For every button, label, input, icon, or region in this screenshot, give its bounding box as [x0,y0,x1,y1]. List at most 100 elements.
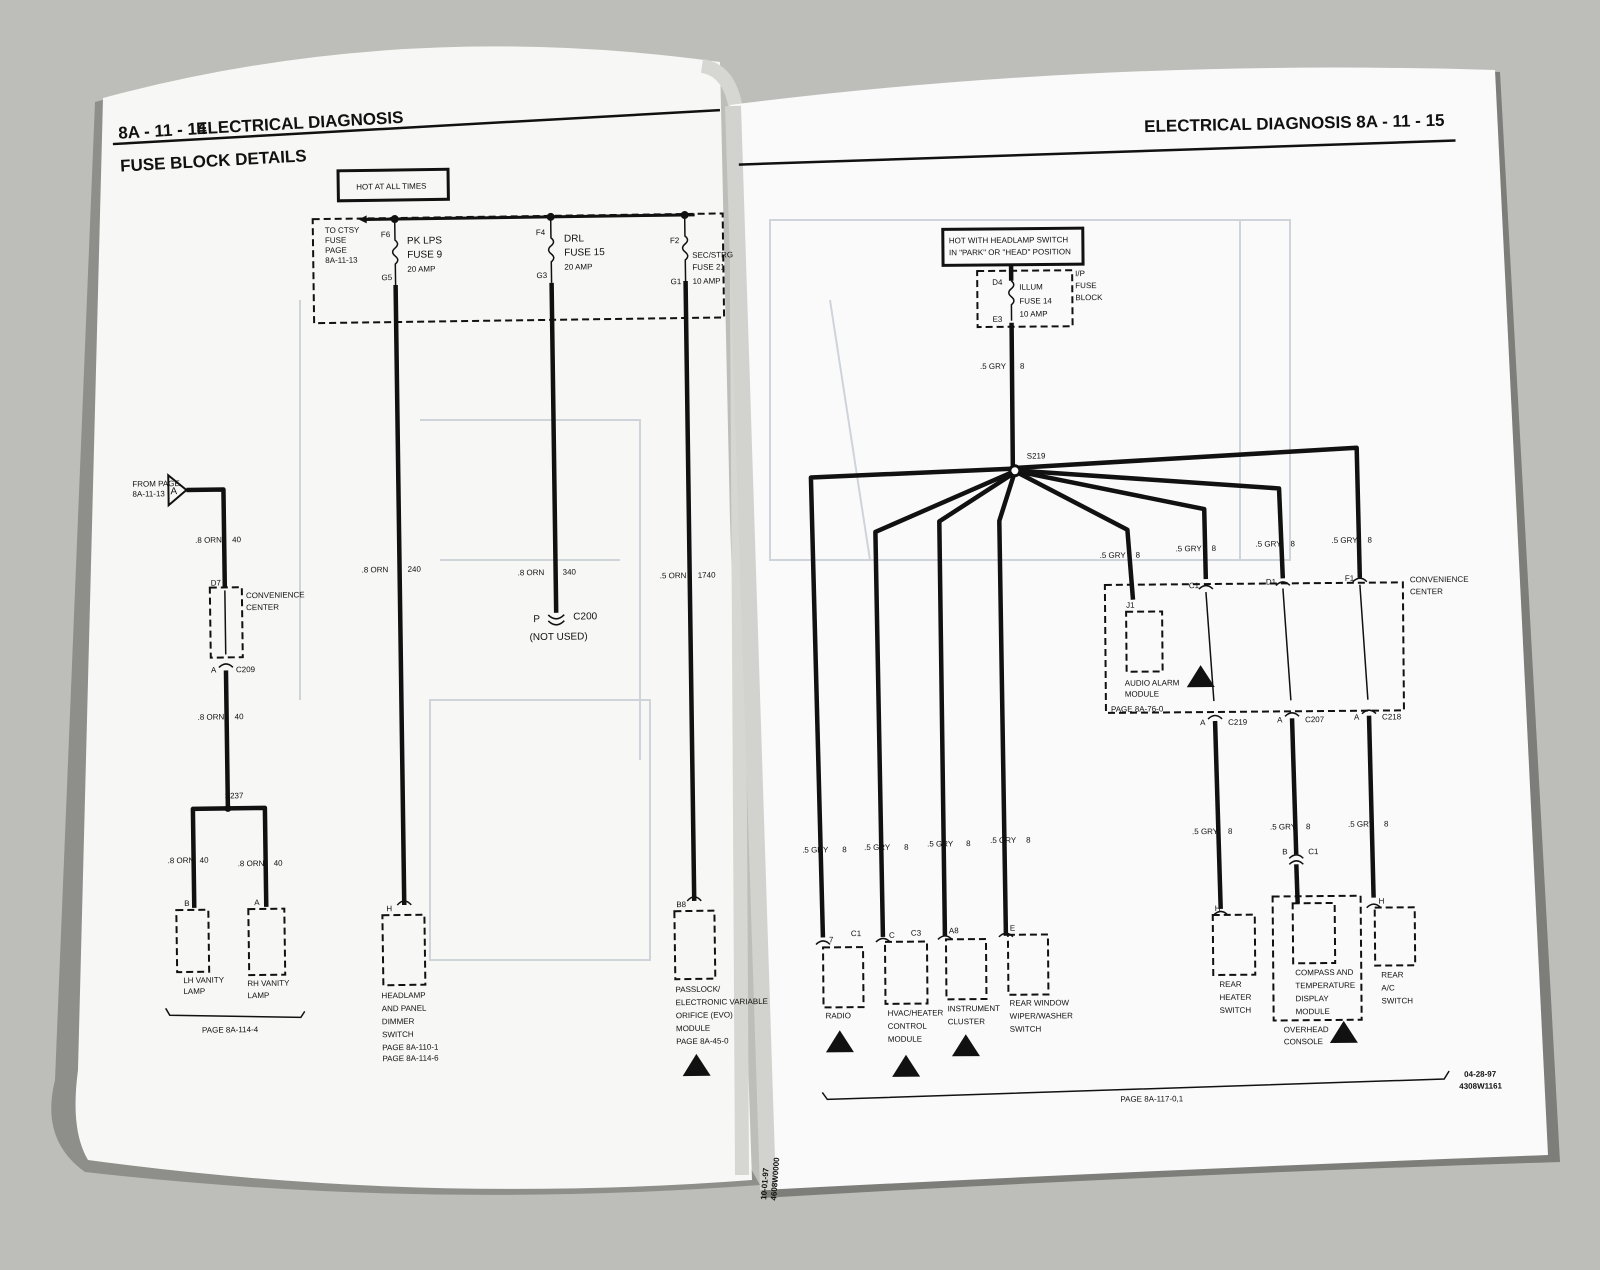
right-power-label: HOT WITH HEADLAMP SWITCH [949,235,1069,245]
right-power-label: IN "PARK" OR "HEAD" POSITION [949,247,1071,257]
component-line: PASSLOCK/ [675,985,721,995]
component-rear-heater-switch: H REAR HEATER SWITCH [1211,904,1257,1015]
from-page-label: FROM PAGE [132,479,180,489]
c200-note: (NOT USED) [529,631,587,643]
wire-240-circuit: 240 [408,565,422,574]
fuse-pin-in: D4 [992,278,1003,287]
branch-circuit: 40 [200,856,210,865]
right-date-code-2: 4308W1161 [1459,1082,1502,1091]
component-line: REAR [1219,980,1242,989]
fuse-ref-1: FUSE [325,236,346,245]
branch-wire: .8 ORN [168,856,195,865]
right-convenience-center: CONVENIENCE CENTER C1 D1 F1 J1 AUDIO ALA… [1103,574,1469,714]
esd-warning-icon [1186,665,1215,688]
fuse-illum: D4 E3 ILLUM FUSE 14 10 AMP I/P FUSE BLOC… [976,264,1103,329]
main-wire-circuit: 8 [1020,362,1025,371]
overhead-conn-pin: B [1282,847,1287,856]
conn-pin: A [1200,718,1206,727]
cc-label: CONVENIENCE [1410,575,1469,585]
rh-vanity-lamp-box [247,907,287,977]
overhead-console-label: OVERHEAD [1284,1025,1329,1034]
fuse-ref-2: PAGE [325,246,347,255]
branch-circuit: 8 [1136,551,1141,560]
audio-alarm-pin: J1 [1126,601,1135,610]
component-line: CLUSTER [948,1017,986,1026]
branch-wire: .8 ORN [238,859,265,868]
component-page: PAGE 8A-45-0 [676,1036,729,1046]
component-line: REAR [1381,970,1404,979]
header-rule [112,108,721,146]
fuse-block-label: I/P [1075,269,1085,278]
component-rear-wiper-switch: E REAR WINDOW WIPER/WASHER SWITCH [998,924,1074,1034]
branch-wire: .5 GRY [1331,536,1358,545]
convenience-center-box [208,586,244,659]
left-power-label: HOT AT ALL TIMES [356,182,426,192]
branch-wire: .5 GRY [1270,822,1297,831]
component-line: WIPER/WASHER [1010,1011,1074,1021]
component-conn: C1 [851,929,862,938]
svg-text:4608W0000: 4608W0000 [769,1157,781,1201]
branch-circuit: 8 [966,839,971,848]
show-through-ghost [299,219,1291,961]
conn-id: C219 [1228,718,1248,727]
component-line: CONTROL [888,1022,928,1031]
component-pin: E [1010,924,1015,933]
branch-circuit: 8 [1306,822,1311,831]
branch-wire: .5 GRY [1176,544,1203,553]
branch-wire: .5 GRY [927,839,954,848]
right-date-code: 04-28-97 [1464,1070,1497,1079]
left-diagram: HOT AT ALL TIMES TO CTSY FUSE PAGE 8A-11… [132,167,781,1201]
cc-pin: D7 [211,578,222,587]
fuse-ref-3: 8A-11-13 [325,256,358,265]
branch-wire: .5 GRY [802,845,829,854]
wire-1740 [683,280,697,901]
fuse-pin-out: G5 [381,273,392,282]
fuse-name: PK LPS [407,235,442,246]
right-header-rule [738,139,1456,166]
fuse-pin-in: F6 [381,230,391,239]
branch-circuit: 8 [1212,544,1217,553]
fuse-sec-strg: F2 G1 SEC/STRG FUSE 21 10 AMP [670,210,733,286]
branch-circuit: 8 [1384,819,1389,828]
cc-label: CENTER [246,603,279,612]
from-page-marker-letter: A [170,486,177,497]
component-rear-ac-switch: H REAR A/C SWITCH [1366,897,1417,1006]
fuse-block-label: FUSE [1075,281,1096,290]
c209-pin: A [211,666,217,675]
cc-label: CONVENIENCE [246,590,305,600]
wire-340 [549,282,559,613]
left-fuse-block [311,212,726,325]
component-line: SWITCH [1010,1025,1042,1034]
esd-warning-icon [1329,1020,1358,1044]
component-line: DIMMER [382,1017,415,1026]
fuse-number: FUSE 21 [692,262,725,271]
left-page [51,46,760,1195]
branch-wire: .8 ORN [195,535,222,544]
component-radio: 7 C1 RADIO [815,929,865,1053]
component-line: COMPASS AND [1295,968,1353,978]
fuse-amp: 20 AMP [564,262,592,271]
fuse-pk-lps: F6 G5 PK LPS FUSE 9 20 AMP [381,215,443,286]
fuse-name: SEC/STRG [692,250,733,260]
conn-id: C218 [1382,712,1402,721]
branch-circuit: 40 [274,859,284,868]
left-power-box [336,167,450,203]
splice-s219: S219 [1027,451,1046,460]
branch-wire: .5 GRY [990,836,1017,845]
fuse-pin-in: F2 [670,236,680,245]
branch-wire: .5 GRY [864,843,891,852]
fuse-amp: 10 AMP [693,276,721,285]
fuse-amp: 10 AMP [1019,309,1047,318]
component-pin: 7 [829,935,834,944]
cc-label: CENTER [1410,587,1443,596]
main-wire-label: .5 GRY [980,362,1007,371]
fuse-pin-in: F4 [536,228,546,237]
vanity-pin: B [184,899,189,908]
fuse-ref-0: TO CTSY [325,226,360,235]
overhead-console-label: CONSOLE [1284,1037,1323,1046]
component-line: MODULE [1296,1007,1330,1016]
lh-vanity-lamp-box [175,908,211,974]
main-gry-wire [1009,322,1016,466]
component-line: SWITCH [1381,996,1413,1005]
vanity-pin: A [254,898,260,907]
